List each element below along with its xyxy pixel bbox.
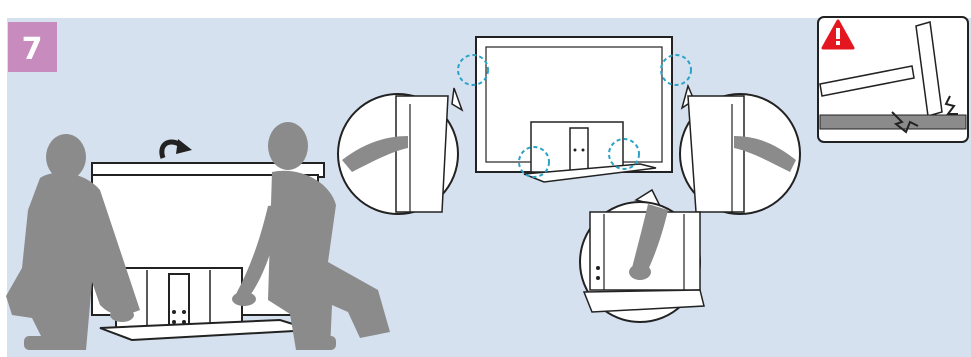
tv-back-view: [458, 37, 691, 182]
stand-screw: [574, 149, 577, 152]
stand-screw: [172, 310, 176, 314]
warning-box: [818, 17, 968, 142]
stand-screw: [172, 320, 176, 324]
stand-screw: [582, 149, 585, 152]
stand-screw: [182, 310, 186, 314]
step-badge: 7: [8, 22, 57, 72]
step-number: 7: [22, 32, 43, 67]
stand-post: [570, 128, 588, 174]
